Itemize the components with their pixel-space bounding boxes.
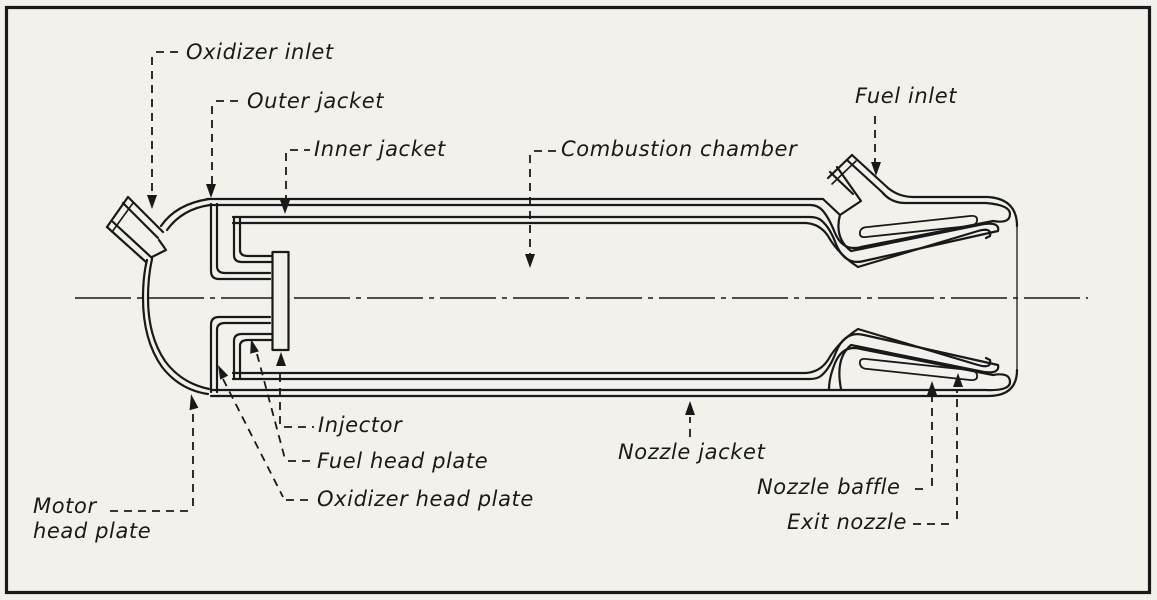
arrow-oxidizer-head-plate (218, 365, 229, 380)
label-nozzle-jacket: Nozzle jacket (618, 440, 766, 464)
arrow-injector (276, 352, 286, 366)
label-fuel-inlet: Fuel inlet (855, 84, 958, 108)
fuel-head-plate-shape (232, 216, 273, 380)
label-motor-head-plate-line2: head plate (33, 519, 152, 543)
label-nozzle-baffle: Nozzle baffle (757, 475, 901, 499)
outer-jacket-inner-line (208, 158, 1012, 250)
label-combustion-chamber: Combustion chamber (561, 137, 798, 161)
label-outer-jacket: Outer jacket (247, 89, 385, 113)
arrow-motor-head-plate (189, 394, 199, 411)
motor-head-plate-shape (159, 197, 211, 228)
label-motor-head-plate-line1: Motor (33, 494, 97, 518)
label-oxidizer-inlet: Oxidizer inlet (186, 40, 334, 64)
leader-fuel-head-plate (256, 353, 314, 462)
nozzle-baffle-bottom (858, 357, 979, 382)
arrow-exit-nozzle (953, 373, 963, 387)
label-inner-jacket: Inner jacket (314, 137, 446, 161)
leader-lines (110, 51, 958, 525)
motor-body (105, 153, 1019, 398)
label-injector: Injector (318, 413, 403, 437)
leader-nozzle-baffle (915, 397, 933, 490)
leader-combustion-chamber (529, 150, 556, 256)
arrow-combustion-chamber (525, 254, 535, 268)
leader-oxidizer-inlet (151, 51, 184, 198)
arrow-fuel-inlet (871, 162, 881, 176)
arrow-nozzle-jacket (685, 401, 695, 415)
label-fuel-head-plate: Fuel head plate (317, 449, 489, 473)
outer-jacket-bottom-inner-line (209, 346, 1012, 392)
leader-oxidizer-head-plate (222, 378, 314, 501)
leader-outer-jacket (211, 100, 243, 187)
nozzle-baffle-top (858, 214, 979, 239)
label-oxidizer-head-plate: Oxidizer head plate (317, 487, 534, 511)
arrow-oxidizer-inlet (147, 195, 157, 209)
oxidizer-head-plate-shape (209, 202, 272, 394)
label-motor-head-plate: Motor head plate (33, 494, 151, 544)
leader-inner-jacket (285, 149, 310, 203)
chamber-wall-top-line (231, 221, 992, 269)
arrow-inner-jacket (280, 200, 290, 214)
outer-jacket-top-line (205, 165, 863, 217)
leader-arrowheads (147, 162, 963, 415)
chamber-wall-bottom-line (231, 327, 992, 375)
leader-motor-head-plate (110, 410, 194, 512)
arrow-nozzle-baffle (927, 381, 937, 395)
outer-jacket-boundary (850, 153, 1019, 228)
leader-injector (279, 368, 314, 428)
arrow-outer-jacket (206, 184, 216, 198)
figure-border (4, 5, 1152, 595)
label-exit-nozzle: Exit nozzle (787, 510, 907, 534)
oxidizer-inlet-pipe (105, 195, 168, 264)
leader-exit-nozzle (913, 389, 958, 525)
arrow-fuel-head-plate (250, 339, 259, 354)
injector-shape (271, 250, 290, 352)
